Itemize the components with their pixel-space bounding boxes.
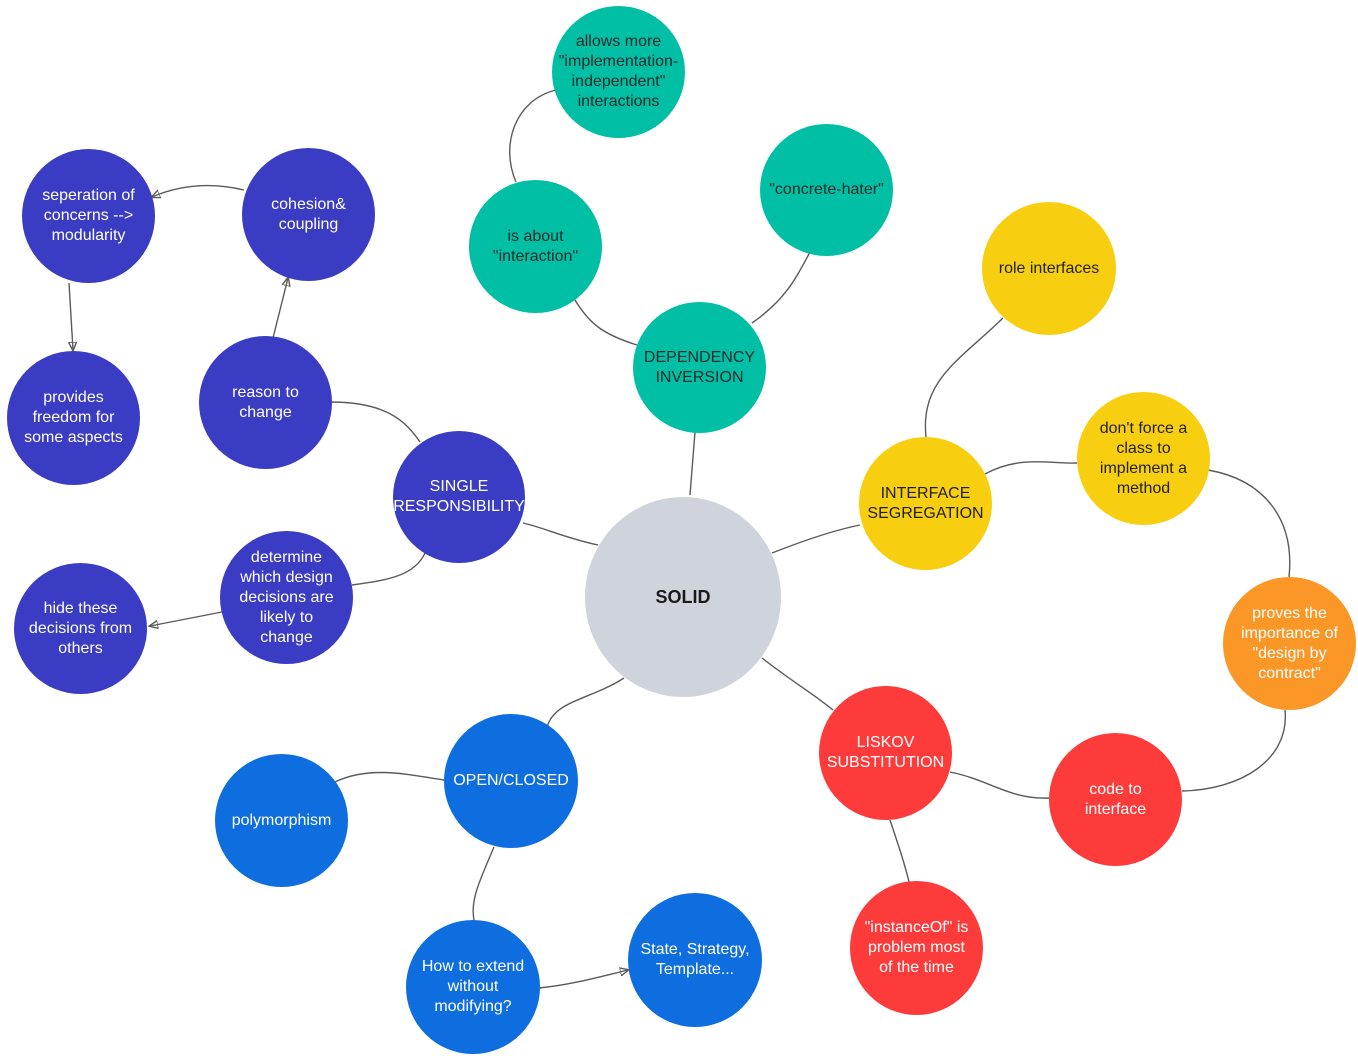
link-contract-code	[1181, 709, 1286, 792]
node-liskov-substitution: LISKOV SUBSTITUTION	[819, 686, 952, 820]
node-state-strategy-template-label: State, Strategy, Template...	[640, 941, 750, 978]
link-solid-isp	[771, 524, 861, 554]
link-srp-determine	[351, 552, 426, 586]
node-provides-freedom: provides freedom for some aspects	[7, 351, 140, 485]
link-solid-ocp	[546, 677, 625, 728]
link-lsp-instanceof	[889, 819, 910, 883]
node-open-closed-label: OPEN/CLOSED	[453, 772, 569, 789]
link-interaction-allows	[509, 89, 557, 183]
node-liskov-substitution-label: LISKOV SUBSTITUTION	[826, 734, 945, 771]
node-design-by-contract: proves the importance of "design by cont…	[1223, 577, 1356, 710]
node-extend-without-modifying: How to extend without modifying?	[406, 920, 540, 1054]
arrow-cohesion-separation	[152, 184, 245, 197]
link-isp-role	[924, 317, 1004, 438]
node-dependency-inversion: DEPENDENCY INVERSION	[633, 302, 766, 433]
node-state-strategy-template: State, Strategy, Template...	[628, 893, 762, 1027]
link-srp-reason	[329, 401, 421, 443]
node-instanceof-problem: "instanceOf" is problem most of the time	[850, 881, 983, 1015]
node-open-closed: OPEN/CLOSED	[444, 714, 578, 848]
node-concrete-hater-label: "concrete-hater"	[769, 181, 884, 198]
node-polymorphism: polymorphism	[215, 754, 348, 887]
node-single-responsibility-label: SINGLE RESPONSIBILITY	[393, 478, 525, 515]
link-lsp-code	[949, 771, 1051, 799]
node-code-to-interface-label: code to interface	[1084, 780, 1147, 818]
link-ocp-extend	[472, 846, 495, 921]
node-provides-freedom-label: provides freedom for some aspects	[24, 389, 123, 446]
node-polymorphism-label: polymorphism	[231, 811, 332, 829]
node-solid-label: SOLID	[655, 587, 711, 607]
link-dip-interaction	[574, 299, 638, 346]
node-is-about-interaction: is about "interaction"	[469, 180, 602, 313]
node-determine-design-decisions-label: determine which design decisions are lik…	[239, 548, 334, 646]
link-solid-dip	[689, 431, 696, 496]
node-design-by-contract-label: proves the importance of "design by cont…	[1241, 604, 1338, 682]
node-is-about-interaction-label: is about "interaction"	[492, 227, 579, 265]
node-cohesion-coupling-label: cohesion& coupling	[271, 195, 346, 233]
link-isp-force	[984, 461, 1078, 475]
node-interface-segregation-label: INTERFACE SEGREGATION	[867, 484, 984, 522]
node-solid: SOLID	[585, 497, 781, 697]
node-determine-design-decisions: determine which design decisions are lik…	[220, 531, 353, 664]
node-extend-without-modifying-label: How to extend without modifying?	[421, 958, 525, 1015]
link-ocp-poly	[334, 771, 445, 783]
node-dont-force-method-label: don't force a class to implement a metho…	[1099, 419, 1188, 497]
link-dip-concrete	[751, 251, 811, 324]
node-allows-more-independent-label: allows more "implementation- independent…	[558, 33, 679, 110]
node-hide-decisions-label: hide these decisions from others	[28, 599, 133, 657]
arrow-reason-cohesion	[272, 278, 288, 339]
link-solid-lsp	[761, 657, 834, 711]
node-hide-decisions: hide these decisions from others	[14, 563, 147, 694]
arrow-separation-freedom	[69, 282, 73, 350]
node-dont-force-method: don't force a class to implement a metho…	[1077, 392, 1210, 525]
node-separation-of-concerns: seperation of concerns --> modularity	[22, 149, 155, 283]
link-force-contract	[1207, 469, 1291, 578]
node-cohesion-coupling: cohesion& coupling	[242, 148, 375, 281]
node-role-interfaces: role interfaces	[982, 202, 1116, 335]
node-concrete-hater: "concrete-hater"	[760, 124, 893, 256]
arrow-determine-hide	[150, 611, 223, 626]
node-single-responsibility: SINGLE RESPONSIBILITY	[393, 431, 525, 563]
node-role-interfaces-label: role interfaces	[998, 259, 1100, 277]
node-reason-to-change-label: reason to change	[232, 383, 299, 421]
node-reason-to-change: reason to change	[199, 336, 332, 469]
node-dependency-inversion-label: DEPENDENCY INVERSION	[643, 348, 756, 386]
arrow-extend-state	[538, 970, 628, 989]
node-allows-more-independent: allows more "implementation- independent…	[552, 6, 685, 138]
node-separation-of-concerns-label: seperation of concerns --> modularity	[42, 187, 135, 244]
link-solid-srp	[522, 522, 599, 546]
node-interface-segregation: INTERFACE SEGREGATION	[859, 437, 992, 570]
node-instanceof-problem-label: "instanceOf" is problem most of the time	[864, 919, 969, 976]
node-code-to-interface: code to interface	[1049, 733, 1182, 866]
